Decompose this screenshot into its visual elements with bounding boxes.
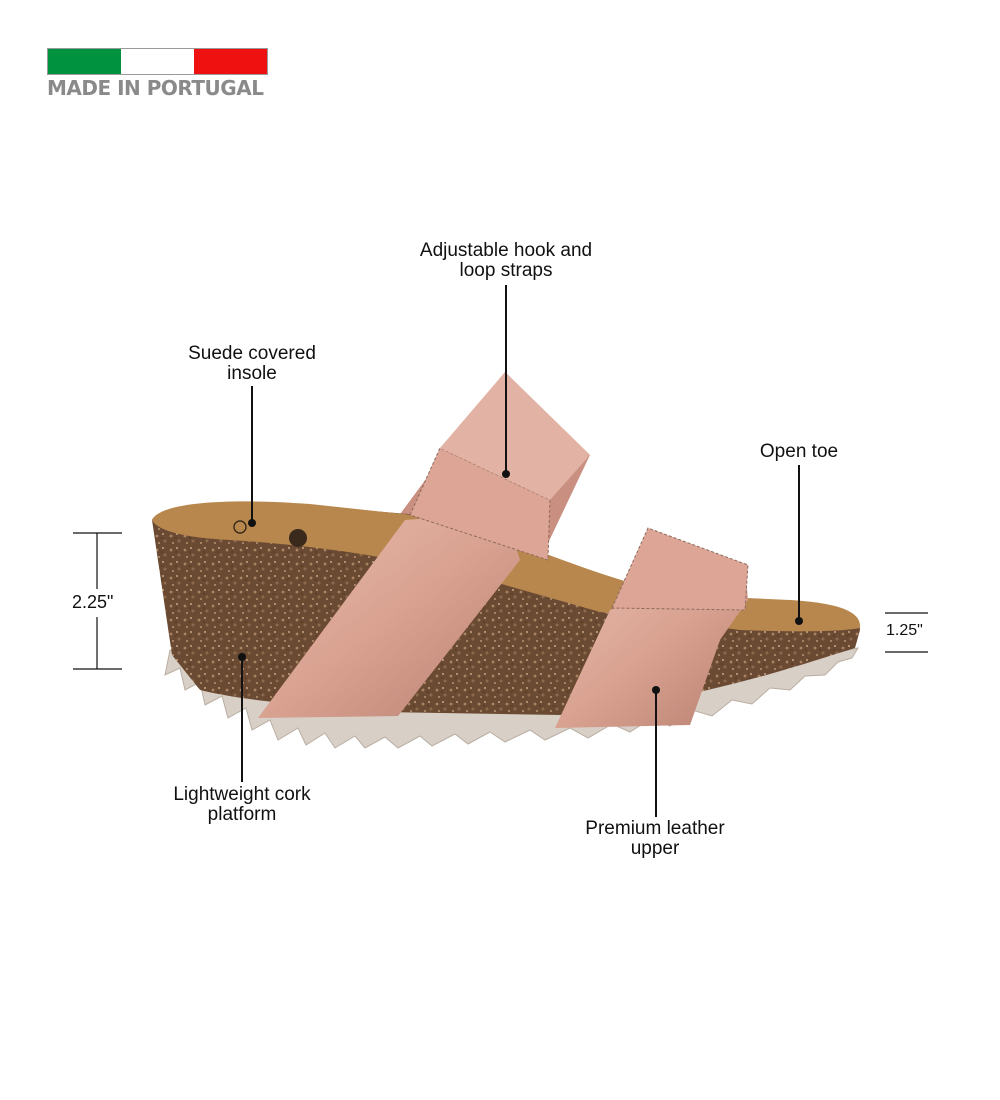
toe-strap-flap <box>611 527 749 611</box>
italian-flag-icon <box>47 48 268 75</box>
made-in-label: MADE IN PORTUGAL <box>47 76 264 100</box>
front-strap <box>258 512 520 718</box>
callout-straps: Adjustable hook and loop straps <box>419 240 593 281</box>
callout-insole: Suede covered insole <box>188 343 316 384</box>
flag-green-stripe <box>48 49 121 74</box>
flag-white-stripe <box>121 49 194 74</box>
callout-upper: Premium leather upper <box>585 818 725 859</box>
callout-open-toe: Open toe <box>759 441 839 462</box>
flag-red-stripe <box>194 49 267 74</box>
callout-platform: Lightweight cork platform <box>173 784 311 825</box>
heel-height-label: 2.25" <box>72 592 114 612</box>
toe-height-label: 1.25" <box>886 622 923 639</box>
